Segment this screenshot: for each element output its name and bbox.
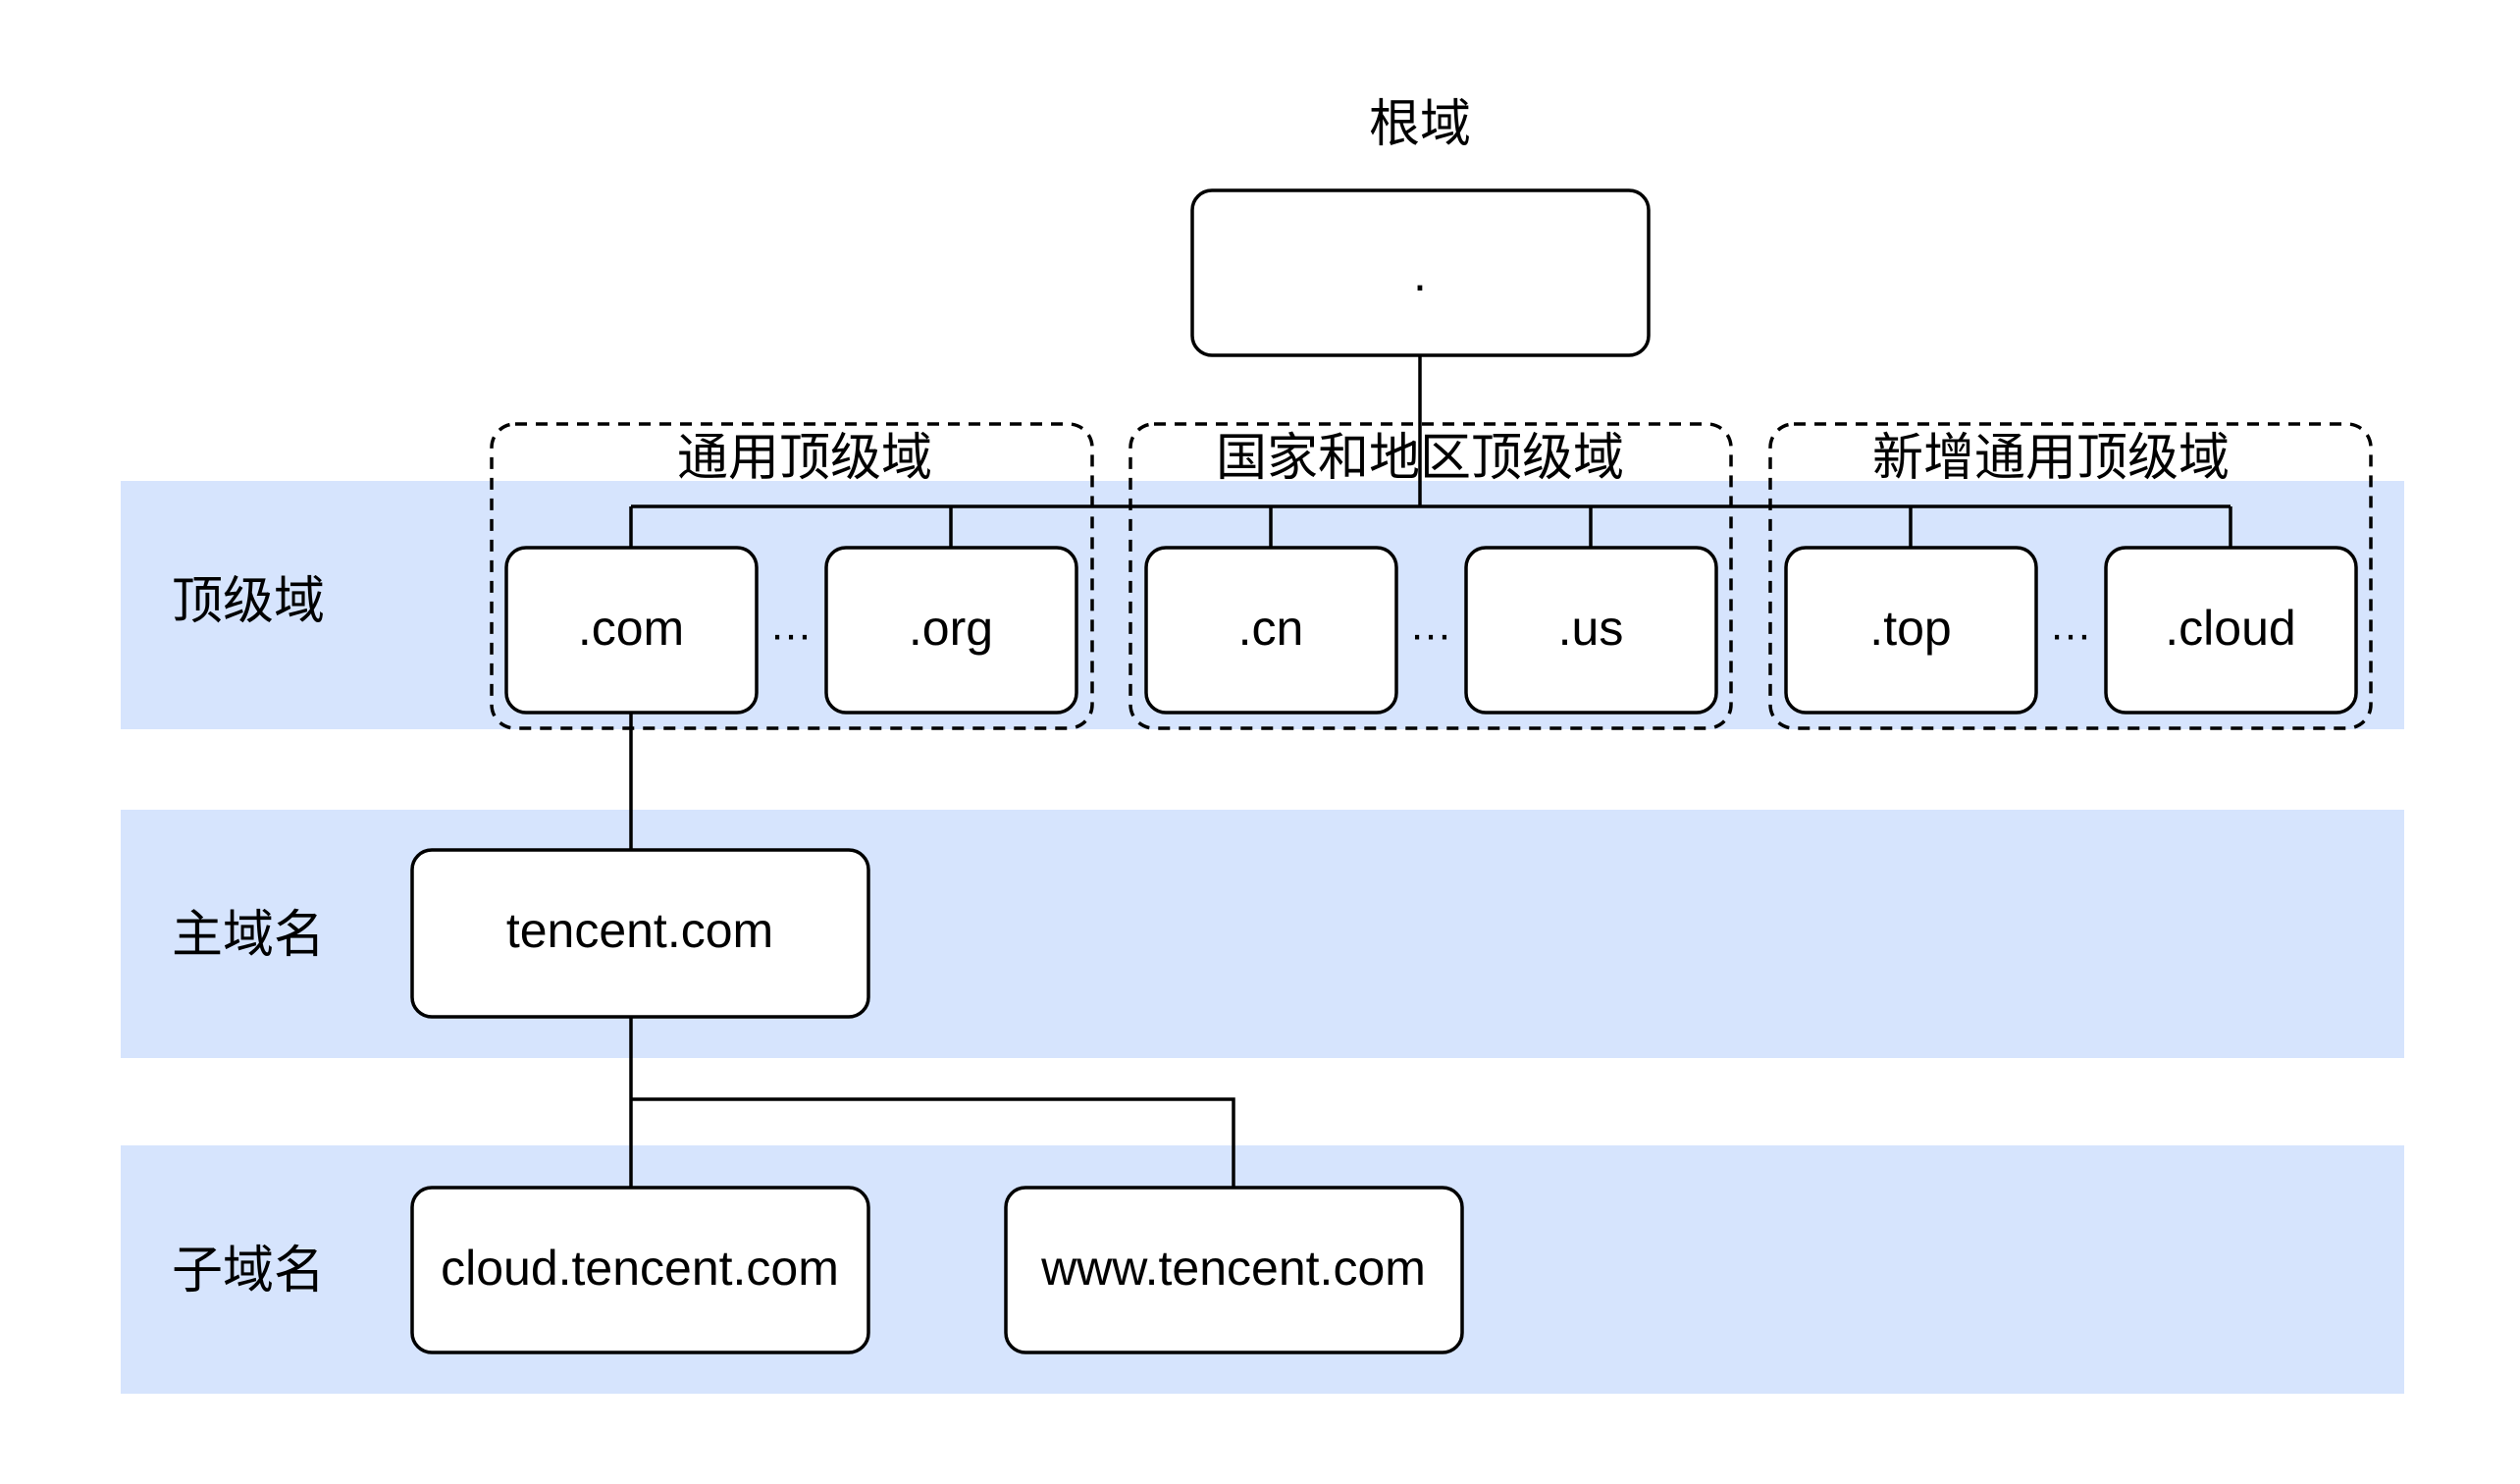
tencent-to-www-sub-edge (631, 1097, 1235, 1188)
root-title: 根域 (1369, 95, 1471, 154)
tld-node-org (824, 546, 1078, 715)
root-node-label: . (1413, 246, 1427, 301)
tld-node-cloud-label: .cloud (2165, 601, 2295, 656)
tld-ellipsis-country: … (1409, 602, 1452, 650)
subdomain-node-www (1004, 1186, 1464, 1354)
new-generic-tld-group (1768, 422, 2373, 730)
main-domain-node-label: tencent.com (506, 903, 773, 958)
tld-node-cloud (2104, 546, 2358, 715)
tld-node-top (1784, 546, 2038, 715)
tld-node-org-label: .org (909, 601, 993, 656)
generic-tld-group (490, 422, 1094, 730)
tld-node-com (504, 546, 759, 715)
tld-node-us-label: .us (1558, 601, 1624, 656)
main-domain-node (410, 848, 870, 1019)
level-label-main-domain: 主域名 (172, 906, 325, 965)
tld-ellipsis-new-generic: … (2049, 602, 2092, 650)
tld-node-us (1464, 546, 1718, 715)
tld-node-cn (1144, 546, 1398, 715)
level-label-tld: 顶级域 (172, 572, 325, 631)
country-tld-group-title: 国家和地区顶级域 (1216, 429, 1624, 488)
connectors (629, 355, 2232, 1188)
generic-tld-group-title: 通用顶级域 (677, 429, 932, 488)
tld-ellipsis-generic: … (769, 602, 813, 650)
new-generic-tld-group-title: 新增通用顶级域 (1872, 429, 2230, 488)
level-label-subdomain: 子域名 (172, 1242, 325, 1300)
tld-node-com-label: .com (578, 601, 684, 656)
tld-node-cn-label: .cn (1238, 601, 1304, 656)
subdomain-node-cloud-label: cloud.tencent.com (441, 1241, 839, 1296)
subdomain-node-cloud (410, 1186, 870, 1354)
tld-node-top-label: .top (1869, 601, 1951, 656)
subdomain-node-www-label: www.tencent.com (1040, 1241, 1426, 1296)
country-tld-group (1129, 422, 1733, 730)
root-node (1190, 188, 1651, 357)
